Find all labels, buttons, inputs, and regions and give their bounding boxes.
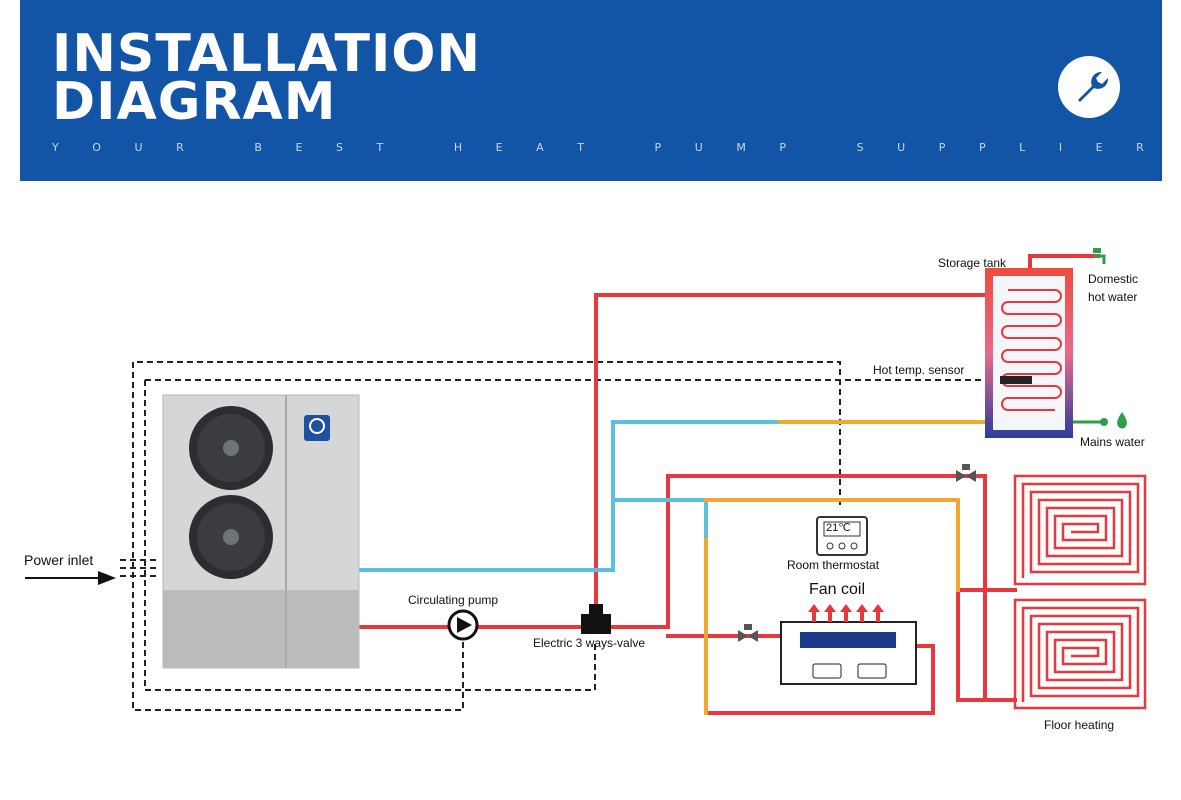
domestic-hot-water-label-2: hot water <box>1088 290 1138 304</box>
fan-coil-unit <box>780 621 917 685</box>
title-line-2: DIAGRAM <box>52 72 337 132</box>
tap-icon <box>1093 248 1106 264</box>
room-thermostat-label: Room thermostat <box>787 558 880 572</box>
heat-arrows <box>808 604 884 622</box>
domestic-hot-water-label-1: Domestic <box>1088 272 1139 286</box>
power-inlet-arrow <box>25 571 116 585</box>
circulating-pump <box>447 609 479 641</box>
storage-tank <box>985 268 1073 438</box>
title-line-1: INSTALLATION <box>52 24 482 84</box>
three-way-valve <box>581 604 611 634</box>
floor-heating-label: Floor heating <box>1044 718 1115 732</box>
electric-valve-label: Electric 3 ways-valve <box>533 636 646 650</box>
thermostat-display: 21℃ <box>826 522 851 534</box>
page-title: INSTALLATION DIAGRAM <box>52 24 482 132</box>
power-inlet-label: Power inlet <box>24 552 94 568</box>
storage-tank-label: Storage tank <box>938 256 1007 270</box>
circulating-pump-label: Circulating pump <box>408 593 499 607</box>
mains-water-label: Mains water <box>1080 435 1145 449</box>
hot-temp-sensor-label: Hot temp. sensor <box>873 363 965 377</box>
fan-coil-label: Fan coil <box>809 581 866 598</box>
valve-floor <box>956 464 976 482</box>
pipes <box>358 254 1107 715</box>
room-thermostat <box>816 516 868 556</box>
wrench-icon <box>1058 56 1120 118</box>
control-wiring <box>120 361 990 711</box>
heat-pump-unit <box>162 394 360 669</box>
valve-fancoil <box>738 624 758 642</box>
water-drop-icon <box>1100 412 1127 429</box>
floor-heating-loops <box>1013 474 1147 710</box>
